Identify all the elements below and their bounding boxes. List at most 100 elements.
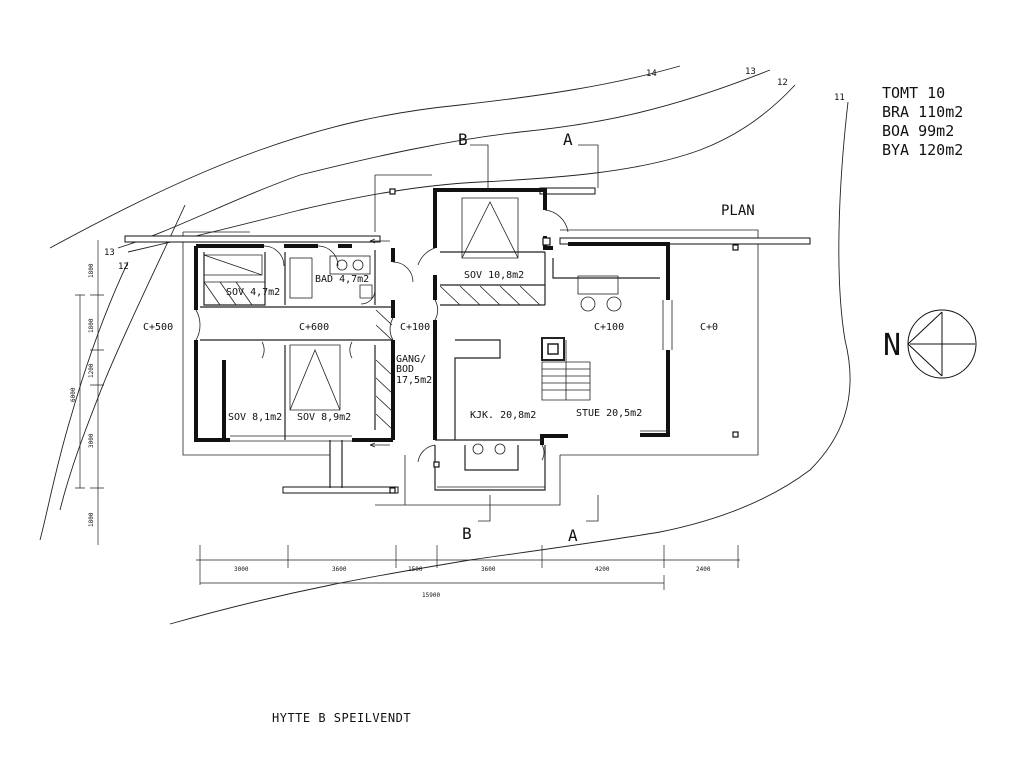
room-label: BAD 4,7m2: [315, 274, 369, 285]
room-label: C+600: [299, 322, 329, 333]
door-swing: [389, 317, 394, 341]
north-arrow: N: [883, 309, 977, 379]
dimension-total-line: [200, 575, 665, 590]
dimension-label: 1500: [408, 566, 423, 573]
room-label: GANG/: [396, 354, 426, 365]
closet: [439, 285, 541, 306]
dimension-label: 3000: [234, 566, 249, 573]
partition: [454, 339, 501, 440]
contour-label: 13: [745, 67, 756, 77]
post: [542, 237, 551, 246]
section-marker: A: [568, 526, 578, 545]
site-info-line: BOA 99m2: [882, 122, 955, 140]
dimension-label: 2400: [696, 566, 711, 573]
counter: [329, 255, 371, 275]
door-swing: [263, 245, 285, 267]
section-line-a-bottom: [586, 495, 599, 522]
room-label: 17,5m2: [396, 375, 432, 386]
section-line-b-top: [470, 144, 489, 190]
terrace-line: [182, 231, 330, 456]
section-line-b-bottom: [478, 495, 491, 522]
interior-walls: [200, 250, 660, 491]
contour-line-11: [169, 101, 851, 625]
wall: [640, 350, 670, 437]
door-swing: [544, 209, 569, 233]
room-label: C+100: [594, 322, 624, 333]
contour-line-13-lower: [59, 204, 186, 511]
shower: [289, 257, 313, 299]
contour-line-12-upper: [127, 84, 796, 253]
wall: [194, 340, 230, 442]
beam-top: [539, 187, 596, 195]
dimension-label: 4200: [595, 566, 610, 573]
terrace-line: [375, 455, 561, 506]
vertical-dimension-label-group: 1800 1800 1200 3000 1800 6000: [70, 263, 95, 527]
armchair-icon: [580, 296, 596, 312]
contour-line-12-lower: [39, 261, 129, 541]
room-label: BOD: [396, 364, 414, 375]
contour-label: 13: [104, 248, 115, 258]
chimney: [547, 343, 559, 355]
door-swing: [195, 309, 201, 341]
site-info: TOMT 10 BRA 110m2 BOA 99m2 BYA 120m2: [882, 84, 963, 160]
door-swing: [261, 341, 265, 359]
dimension-label: 3000: [88, 433, 95, 448]
post: [389, 188, 396, 195]
window: [662, 300, 673, 350]
terrace-line: [560, 229, 759, 456]
section-marker: B: [458, 130, 468, 149]
section-marker-group: B A B A: [458, 130, 578, 545]
sink-icon: [336, 259, 348, 271]
contour-label: 14: [646, 69, 657, 79]
drawing-caption: HYTTE B SPEILVENDT: [272, 711, 412, 725]
arrow: [369, 442, 390, 448]
beam-right: [559, 237, 811, 245]
room-label: C+0: [700, 322, 718, 333]
contour-label: 11: [834, 93, 845, 103]
beam-bottom: [282, 486, 399, 494]
door-swing: [434, 299, 439, 321]
partition: [552, 258, 660, 279]
dimension-label: 1800: [88, 318, 95, 333]
room-label-group: SOV 4,7m2 BAD 4,7m2 SOV 10,8m2 C+500 C+6…: [143, 270, 718, 423]
door-swing: [317, 245, 339, 267]
chair-icon: [472, 443, 484, 455]
posts: [389, 188, 739, 494]
windows: [230, 300, 673, 488]
closet: [375, 309, 393, 341]
room-label: C+100: [400, 322, 430, 333]
post: [433, 461, 440, 468]
window: [230, 435, 352, 442]
doors: [195, 209, 569, 463]
dimension-ticks: [199, 545, 739, 585]
dimension-label: 1800: [88, 263, 95, 278]
partition: [203, 252, 266, 306]
door-swing: [417, 444, 436, 463]
closet: [203, 281, 265, 306]
chair-icon: [494, 443, 506, 455]
room-label: SOV 8,1m2: [228, 412, 282, 423]
dimension-label: 3600: [481, 566, 496, 573]
compass-needle: [907, 311, 975, 377]
bed: [203, 254, 263, 276]
room-label: SOV 8,9m2: [297, 412, 351, 423]
bathroom-fixtures: [289, 255, 373, 299]
contour-label-group: 14 13 12 11 13 12: [104, 67, 845, 272]
toilet-icon: [359, 284, 373, 299]
walls: [194, 188, 670, 445]
wall: [433, 188, 547, 248]
partition: [329, 440, 343, 488]
arrow: [369, 238, 390, 244]
section-marker: B: [462, 524, 472, 543]
door-swing: [349, 341, 353, 359]
partition: [464, 445, 519, 471]
contour-label: 12: [118, 262, 129, 272]
wall: [568, 242, 670, 300]
terrace-outline: [182, 174, 759, 506]
post: [732, 244, 739, 251]
furniture: [472, 275, 622, 455]
stairs: [541, 340, 591, 401]
dimension-label: 3600: [332, 566, 347, 573]
